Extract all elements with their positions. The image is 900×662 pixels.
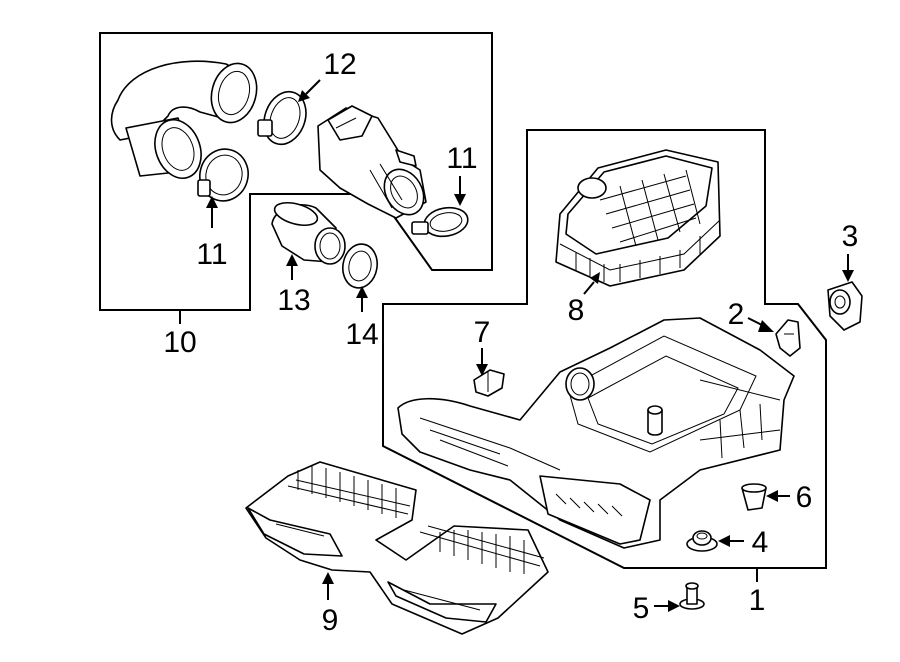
- arrowhead-14: [356, 286, 368, 298]
- callout-6: 6: [796, 481, 813, 514]
- arrowhead-11-left: [206, 196, 218, 208]
- grommet-4: [686, 530, 718, 552]
- air-filter-element: [555, 149, 721, 287]
- mount-grommet-3: [827, 281, 863, 331]
- retaining-clip-7: [473, 369, 505, 397]
- arrowhead-11-right: [454, 194, 466, 206]
- air-inlet-ducts: [245, 461, 549, 635]
- group-box-air-cleaner: [382, 129, 827, 569]
- callout-4: 4: [752, 526, 769, 559]
- callout-5: 5: [633, 592, 650, 625]
- hose-clamp-right: [411, 206, 469, 238]
- intake-elbow-hose: [110, 60, 258, 179]
- intake-sleeve-13: [271, 201, 346, 265]
- air-cleaner-housing: [397, 317, 795, 549]
- arrowhead-4: [718, 535, 730, 547]
- arrowhead-5: [668, 600, 680, 612]
- arrowhead-3: [842, 270, 854, 282]
- leader-8: [583, 281, 595, 295]
- arrowhead-9: [322, 572, 334, 584]
- arrowhead-2: [758, 320, 774, 332]
- callout-11-right: 11: [446, 142, 477, 175]
- callout-9: 9: [322, 604, 339, 637]
- callout-7: 7: [474, 316, 491, 349]
- callout-2: 2: [728, 298, 745, 331]
- mount-bracket-2: [775, 319, 801, 357]
- intake-ring-14: [342, 243, 378, 289]
- arrowhead-7: [476, 364, 488, 376]
- callout-10: 10: [163, 326, 196, 359]
- bolt-5: [679, 582, 705, 610]
- arrowhead-8: [590, 272, 600, 284]
- callout-11-left: 11: [196, 238, 227, 271]
- mass-air-flow-housing: [317, 105, 427, 219]
- arrowhead-13: [286, 254, 298, 266]
- callout-1: 1: [749, 584, 766, 617]
- hose-clamp-left: [197, 148, 249, 202]
- callout-3: 3: [842, 220, 859, 253]
- callout-8: 8: [568, 294, 585, 327]
- arrowhead-6: [766, 490, 778, 502]
- insulator-6: [741, 483, 767, 511]
- callout-13: 13: [277, 284, 310, 317]
- arrowhead-12: [298, 90, 310, 102]
- callout-14: 14: [345, 318, 378, 351]
- callout-12: 12: [323, 48, 356, 81]
- leader-12: [305, 79, 321, 95]
- hose-clamp-12: [257, 90, 307, 146]
